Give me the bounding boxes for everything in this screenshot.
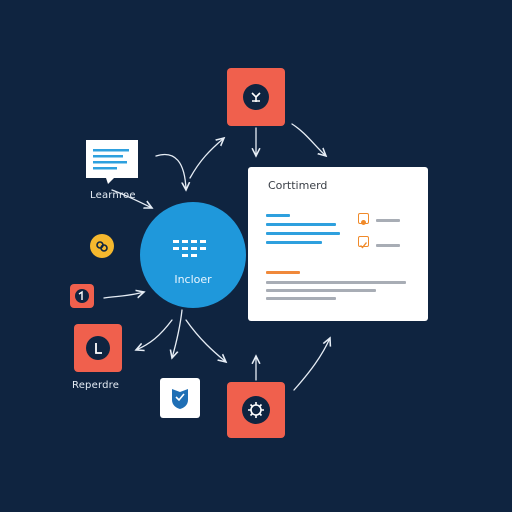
grid-icon	[173, 240, 206, 257]
document-card[interactable]	[84, 138, 140, 184]
hub-label: Incloer	[174, 273, 212, 286]
panel-line	[266, 289, 376, 292]
left-check-tile[interactable]	[74, 324, 122, 372]
settings-gear-icon	[242, 396, 270, 424]
document-label: Learnroe	[90, 190, 136, 201]
arrow-small-to-hub	[103, 292, 144, 299]
central-hub[interactable]: Incloer	[140, 202, 246, 308]
panel-line	[266, 281, 406, 284]
checkmark-icon	[86, 336, 110, 360]
panel-line	[266, 223, 336, 226]
arrow-hub-to-left	[136, 319, 173, 350]
panel-title: Corttimerd	[268, 179, 328, 192]
panel-line	[266, 214, 290, 217]
link-icon	[96, 241, 108, 252]
checkbox-line	[376, 219, 400, 222]
refresh-icon	[75, 289, 89, 303]
link-badge[interactable]	[90, 234, 114, 258]
confirmation-panel[interactable]: Corttimerd	[248, 167, 428, 321]
panel-line	[266, 232, 340, 235]
settings-cog-icon	[243, 84, 269, 110]
shield-icon	[172, 389, 188, 409]
small-refresh-tile[interactable]	[70, 284, 94, 308]
document-lines-icon	[86, 140, 138, 184]
panel-line	[266, 297, 336, 300]
bottom-settings-tile[interactable]	[227, 382, 285, 438]
top-process-tile[interactable]	[227, 68, 285, 126]
arrow-hub-to-shield	[172, 309, 183, 358]
arrow-bottom-to-panel	[293, 338, 330, 391]
arrow-document-to-hub	[111, 189, 152, 208]
arrow-document-to-top	[155, 153, 186, 190]
arrow-hub-to-bottom	[185, 319, 226, 362]
checkbox-icon[interactable]	[358, 236, 369, 249]
response-label: Reperdre	[72, 380, 120, 391]
checkbox-line	[376, 244, 400, 247]
panel-line	[266, 241, 322, 244]
checkbox-icon[interactable]	[358, 213, 369, 225]
arrow-up-to-top-tile	[189, 138, 224, 179]
shield-card[interactable]	[160, 378, 200, 418]
panel-line	[266, 271, 300, 274]
arrow-top-to-panel	[291, 123, 326, 156]
